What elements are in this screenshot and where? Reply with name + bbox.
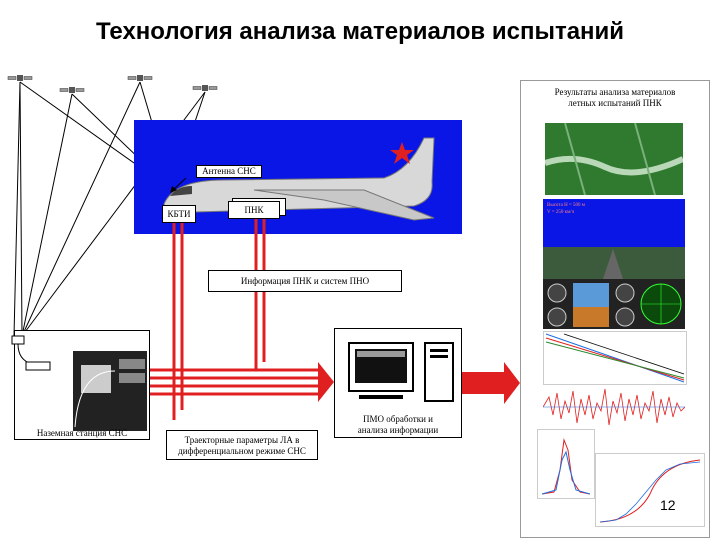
antenna-label: Антенна СНС [196,165,262,178]
page-number: 12 [660,497,676,513]
results-label-line: летных испытаний ПНК [568,98,662,108]
ray [21,81,141,337]
pmo-box [334,328,462,438]
speed-readout: V = 250 км/ч [547,210,575,215]
trajectory-chart [543,331,687,385]
ground-station-icon [73,351,147,431]
ray [13,81,21,337]
satellite-icon [7,75,33,81]
satellite-icons [7,75,218,93]
satellite-icon [59,87,85,93]
terrain-map [544,122,685,196]
trajectory-label-line: дифференциальном режиме СНС [178,446,306,456]
aircraft-icon [163,137,435,221]
ground-station-box [14,330,150,440]
distribution-chart [595,453,705,527]
info-box: Информация ПНК и систем ПНО [208,270,402,292]
satellite-icon [127,75,153,81]
pmo-label-line: анализа информации [357,425,439,435]
flight-sim-view: Высота Н = 500 м V = 250 км/ч [543,199,685,279]
page-title: Технология анализа материалов испытаний [95,18,625,45]
ray [21,93,73,337]
trajectory-label-line: Траекторные параметры ЛА в [184,435,300,445]
ground-station-label: Наземная станция СНС [36,428,128,438]
workstation-icon [348,342,454,402]
pmo-label-line: ПМО обработки и [363,414,433,424]
pmo-label: ПМО обработки и анализа информации [334,414,462,436]
kbti-box: КБТИ [162,205,196,223]
pnk-box: ПНК [228,201,280,219]
results-label-line: Результаты анализа материалов [554,87,676,97]
error-signal-chart [542,385,686,429]
trajectory-label: Траекторные параметры ЛА в дифференциаль… [166,430,318,460]
ray [19,81,23,337]
result-arrow-head [504,362,520,404]
results-panel: Результаты анализа материалов летных исп… [520,80,710,538]
satellite-icon [192,85,218,91]
receiver-icon [11,335,51,371]
result-arrow-shaft [462,372,506,394]
antenna-arrow [170,177,187,193]
instrument-panel [543,279,685,329]
altitude-readout: Высота Н = 500 м [547,203,585,208]
histogram-chart [537,429,595,499]
link-arrowhead [318,362,334,402]
results-label: Результаты анализа материалов летных исп… [521,87,709,109]
